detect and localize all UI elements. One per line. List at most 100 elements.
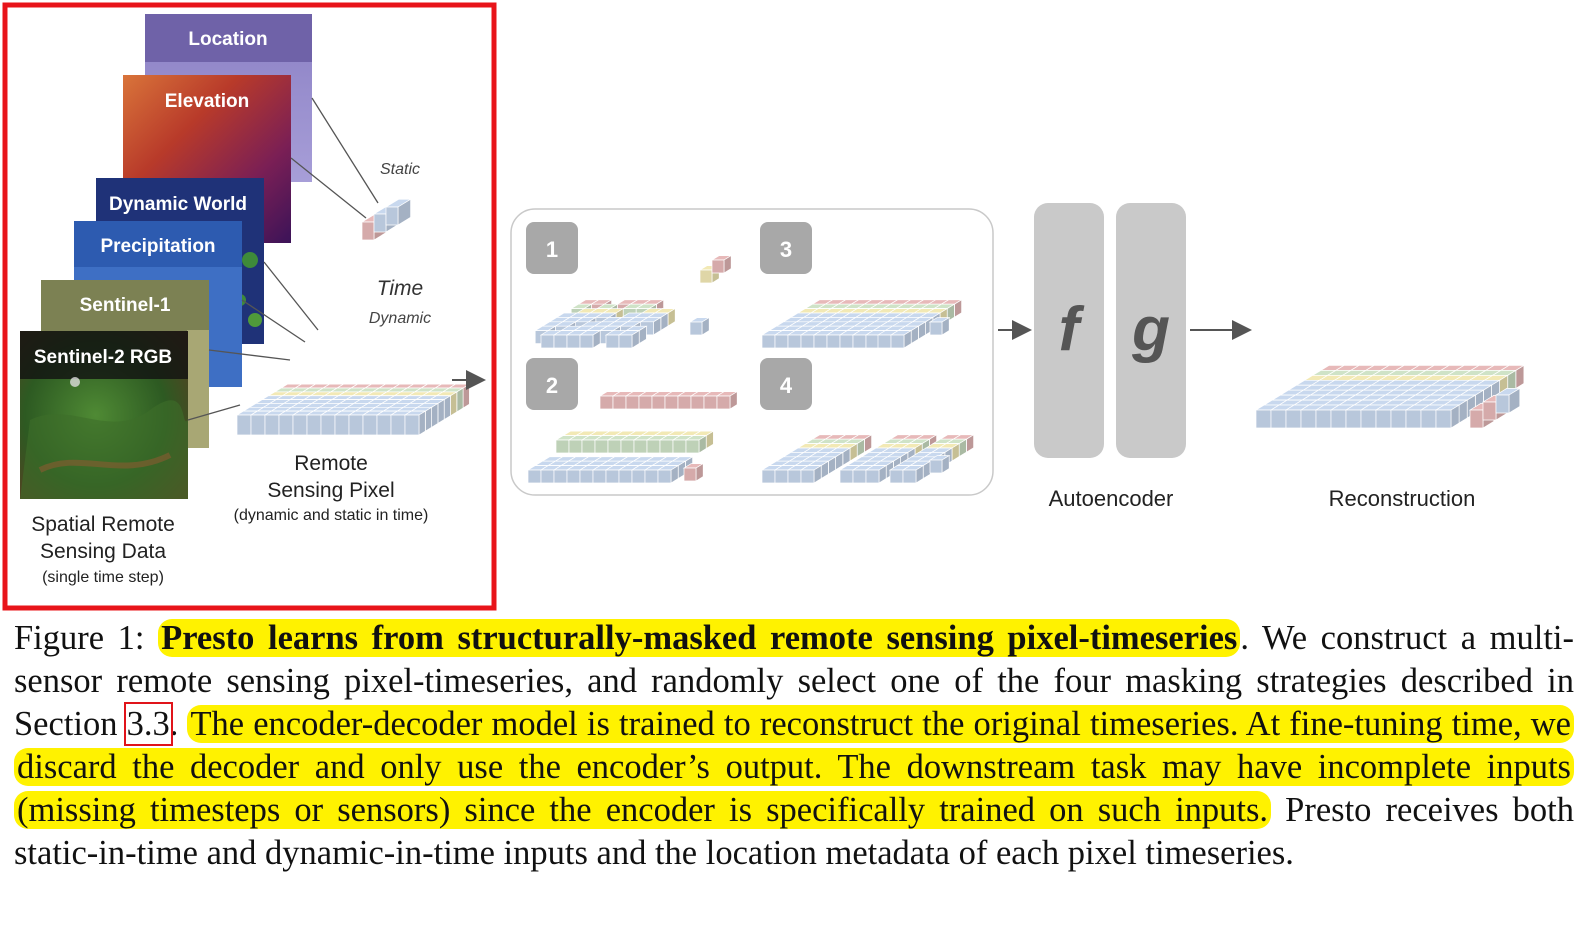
cube-face xyxy=(1315,409,1332,429)
reconstruction-label: Reconstruction xyxy=(1329,486,1476,511)
reconstruction-blocks xyxy=(1254,364,1526,429)
cube-face xyxy=(1405,409,1422,429)
cube-face xyxy=(361,221,375,241)
cube-face xyxy=(761,334,776,349)
caption-title: Presto learns from structurally-masked r… xyxy=(161,619,1238,657)
cube-face xyxy=(612,395,627,410)
cube-face xyxy=(373,213,387,233)
cube-face xyxy=(1360,409,1377,429)
cube-face xyxy=(826,334,841,349)
cube-face xyxy=(620,439,635,454)
cube-face xyxy=(278,414,294,436)
svg-text:4: 4 xyxy=(780,373,793,398)
cube-face xyxy=(677,395,692,410)
pixel-caption-line1: Remote xyxy=(294,452,368,475)
cube-face xyxy=(236,414,252,436)
cube-face xyxy=(839,469,854,484)
cube-face xyxy=(348,414,364,436)
cube-face xyxy=(711,259,725,274)
masking-strategies-box xyxy=(510,208,994,496)
cube-face xyxy=(607,439,622,454)
cube-face xyxy=(540,334,555,349)
caption-text-1: . We construct a multi-sensor remote sen… xyxy=(14,619,1574,743)
cube-face xyxy=(385,206,399,226)
cube-face xyxy=(566,334,581,349)
cube-face xyxy=(553,469,568,484)
figure-caption: Figure 1: Presto learns from structurall… xyxy=(14,617,1574,875)
cube-face xyxy=(306,414,322,436)
cube-face xyxy=(774,469,789,484)
cube-face xyxy=(685,439,700,454)
encoder-block: f xyxy=(1034,203,1104,458)
svg-text:2: 2 xyxy=(546,373,558,398)
cube-face xyxy=(618,334,633,349)
cube-face xyxy=(929,459,943,474)
cube-face xyxy=(1300,409,1317,429)
autoencoder-label: Autoencoder xyxy=(1049,486,1174,511)
layer-sentinel-2-rgb: Sentinel-2 RGB xyxy=(20,331,188,499)
cube-face xyxy=(761,469,776,484)
time-label: Time xyxy=(377,277,423,300)
spatial-caption-line3: (single time step) xyxy=(42,569,164,586)
dynamic-connectors xyxy=(187,261,319,421)
caption-text-3: Presto receives both static-in-time and … xyxy=(14,791,1574,872)
cube-face xyxy=(264,414,280,436)
cube-face xyxy=(605,334,620,349)
masking-badge-1: 1 xyxy=(526,222,578,274)
cube-face xyxy=(594,439,609,454)
cube-face xyxy=(334,414,350,436)
cube-face xyxy=(1270,409,1287,429)
cube-face xyxy=(555,439,570,454)
cube-face xyxy=(1390,409,1407,429)
highlight-frame xyxy=(2,2,497,611)
cube-face xyxy=(852,469,867,484)
cube-face xyxy=(787,334,802,349)
cube-face xyxy=(605,469,620,484)
pixel-caption-line2: Sensing Pixel xyxy=(267,479,394,502)
cube-face xyxy=(579,469,594,484)
layer-label-elevation: Elevation xyxy=(165,91,249,112)
cube-face xyxy=(638,395,653,410)
cube-face xyxy=(581,439,596,454)
masking-badge-2: 2 xyxy=(526,358,578,410)
cube-face xyxy=(839,334,854,349)
masking-strategy-blocks xyxy=(526,254,975,484)
cube-face xyxy=(690,395,705,410)
cube-face xyxy=(787,469,802,484)
layer-label-location: Location xyxy=(188,29,267,50)
cube-face xyxy=(1375,409,1392,429)
cube-face xyxy=(540,469,555,484)
cube-face xyxy=(689,321,703,336)
cube-face xyxy=(618,469,633,484)
cube-face xyxy=(1255,409,1272,429)
cube-face xyxy=(929,321,943,336)
cube-face xyxy=(292,414,308,436)
cube-face xyxy=(418,410,426,436)
decoder-symbol: g xyxy=(1131,295,1170,364)
cube-face xyxy=(390,414,406,436)
cube-face xyxy=(592,469,607,484)
cube-face xyxy=(890,334,905,349)
cube-face xyxy=(865,469,880,484)
svg-text:1: 1 xyxy=(546,237,558,262)
cube-face xyxy=(664,395,679,410)
figure-1-diagram: Location Elevation Dynamic World Precipi… xyxy=(2,2,1526,611)
cube-face xyxy=(527,469,542,484)
cube-face xyxy=(579,334,594,349)
cube-face xyxy=(1420,409,1437,429)
cube-face xyxy=(566,469,581,484)
layer-label-precipitation: Precipitation xyxy=(100,236,215,257)
masking-badge-3: 3 xyxy=(760,222,812,274)
cube-face xyxy=(716,395,731,410)
cube-face xyxy=(902,469,917,484)
section-ref-link[interactable]: 3.3 xyxy=(123,702,173,746)
figure-label: Figure 1: xyxy=(14,619,159,657)
decoder-block: g xyxy=(1116,203,1186,458)
cube-face xyxy=(651,395,666,410)
cube-face xyxy=(672,439,687,454)
cube-face xyxy=(362,414,378,436)
caption-text-2: . xyxy=(169,705,188,743)
masking-badge-4: 4 xyxy=(760,358,812,410)
static-connectors xyxy=(290,97,379,219)
static-pixel-blocks xyxy=(360,198,412,241)
